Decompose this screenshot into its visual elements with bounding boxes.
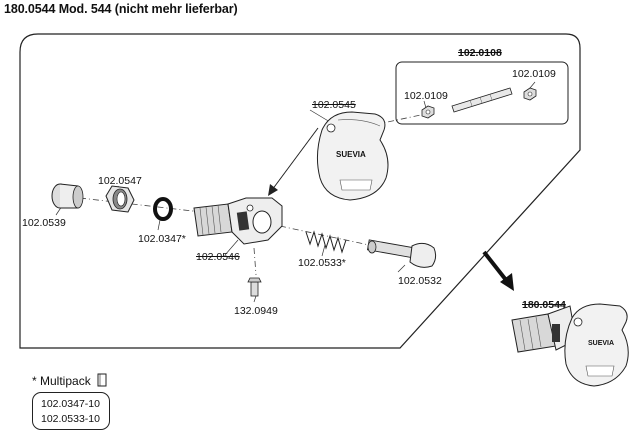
spring <box>305 230 347 254</box>
label-axle-set: 102.0108 <box>458 47 502 59</box>
valve-body <box>193 197 283 245</box>
brand-logo: SUEVIA <box>336 150 366 159</box>
o-ring <box>153 197 173 221</box>
multipack-item: 102.0533-10 <box>41 413 100 425</box>
nut-left <box>421 105 435 119</box>
hex-nut <box>105 185 135 213</box>
label-spring: 102.0533* <box>298 257 346 269</box>
assembly-frame <box>19 33 581 349</box>
multipack-box: 102.0347-10 102.0533-10 <box>32 392 110 430</box>
nut-right <box>523 87 537 101</box>
label-assembled-unit: 180.0544 <box>522 299 566 311</box>
label-piston: 102.0532 <box>398 275 442 287</box>
label-screw: 132.0949 <box>234 305 278 317</box>
label-o-ring: 102.0347* <box>138 233 186 245</box>
label-valve-body: 102.0546 <box>196 251 240 263</box>
label-end-cap: 102.0539 <box>22 217 66 229</box>
screw <box>247 277 262 297</box>
label-hex-nut: 102.0547 <box>98 175 142 187</box>
label-cover: 102.0545 <box>312 99 356 111</box>
multipack-item: 102.0347-10 <box>41 398 100 410</box>
label-nut-left: 102.0109 <box>404 90 448 102</box>
multipack-label: * Multipack <box>32 373 107 388</box>
brand-logo-assembled: SUEVIA <box>588 340 615 347</box>
piston <box>366 239 437 268</box>
axle-rod <box>451 87 513 113</box>
multipack-icon <box>97 373 107 387</box>
page-title: 180.0544 Mod. 544 (nicht mehr lieferbar) <box>4 2 238 16</box>
axle-set-box <box>395 61 569 125</box>
assembled-unit <box>511 303 629 387</box>
end-cap <box>51 183 84 209</box>
cover-shell <box>316 111 389 201</box>
label-nut-right: 102.0109 <box>512 68 556 80</box>
